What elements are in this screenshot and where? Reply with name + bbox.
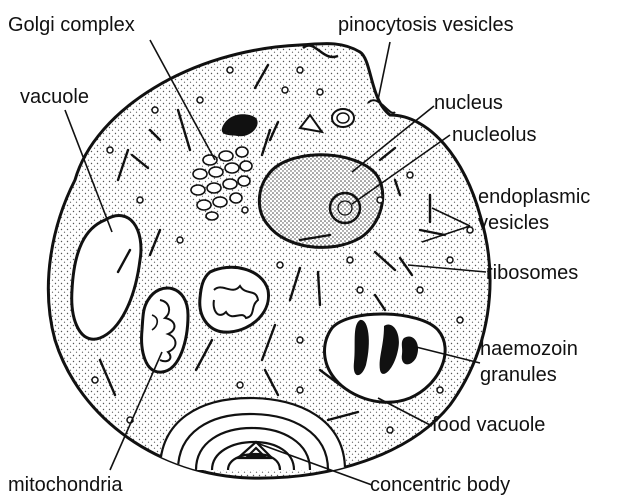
label-endoplasmic: endoplasmic — [478, 186, 590, 208]
nucleolus — [330, 193, 360, 223]
label-vesicles: vesicles — [478, 212, 549, 234]
label-concentric-body: concentric body — [370, 474, 510, 496]
label-granules: granules — [480, 364, 557, 386]
label-ribosomes: ribosomes — [486, 262, 578, 284]
label-nucleus: nucleus — [434, 92, 503, 114]
label-food-vacuole: food vacuole — [432, 414, 545, 436]
label-nucleolus: nucleolus — [452, 124, 537, 146]
label-haemozoin: haemozoin — [480, 338, 578, 360]
label-mitochondria: mitochondria — [8, 474, 123, 496]
label-golgi-complex: Golgi complex — [8, 14, 135, 36]
small-vesicle — [332, 109, 354, 127]
leader-pinocytosis — [378, 42, 390, 100]
nucleus — [259, 155, 382, 248]
label-pinocytosis-vesicles: pinocytosis vesicles — [338, 14, 514, 36]
label-vacuole: vacuole — [20, 86, 89, 108]
